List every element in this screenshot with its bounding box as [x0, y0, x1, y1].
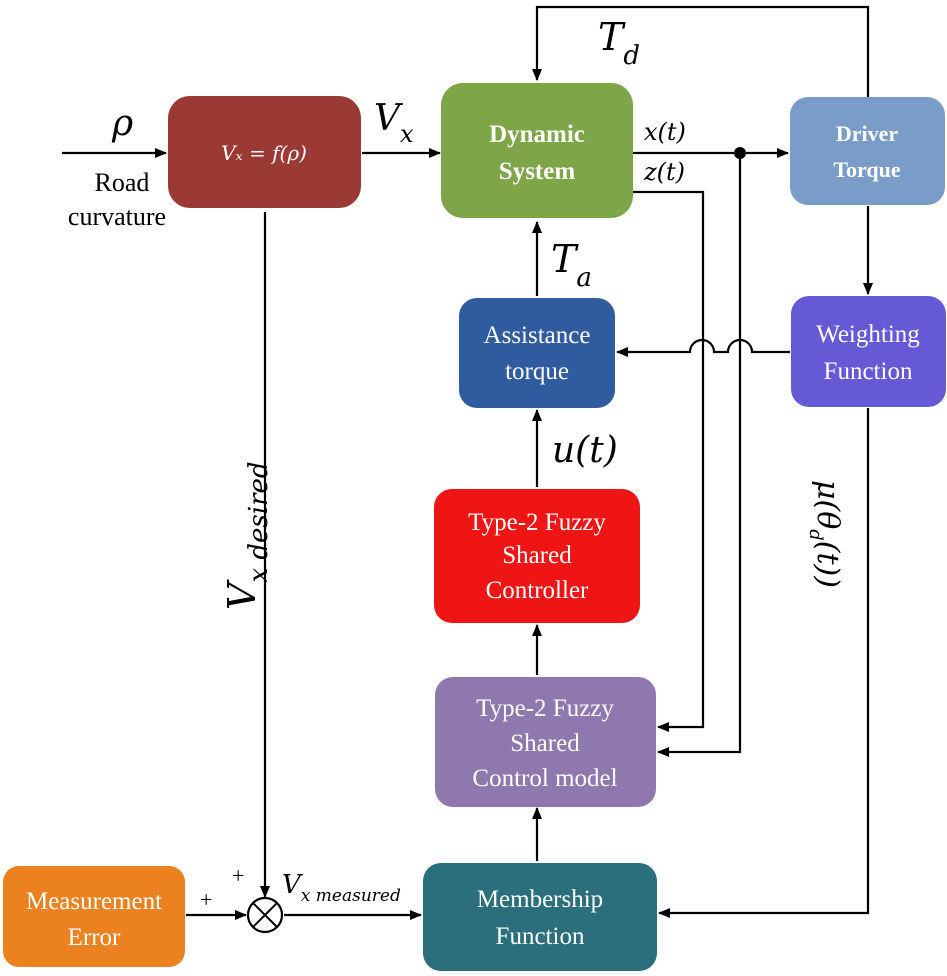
block-weighting-function: Weighting Function	[791, 296, 946, 407]
mu-theta-label: μ(θd(t))	[805, 480, 845, 588]
road-curvature-line1: Road	[95, 168, 150, 197]
block-measurement-error: Measurement Error	[3, 866, 185, 967]
membership-function-line1: Membership	[477, 886, 603, 913]
mu-theta-sub: d	[805, 529, 826, 541]
td-feedback-arrow	[532, 5, 870, 97]
ta-label-sub: a	[576, 263, 592, 293]
measurement-error-line1: Measurement	[26, 888, 162, 915]
assistance-torque-line1: Assistance	[484, 322, 591, 349]
block-fuzzy-controller: Type-2 Fuzzy Shared Controller	[434, 489, 640, 623]
weighting-function-box	[791, 296, 946, 407]
driver-torque-box	[790, 97, 945, 205]
plus-left-sign: +	[200, 887, 212, 912]
block-dynamic-system: Dynamic System	[441, 83, 633, 218]
svg-text:μ(θd(t)): μ(θd(t))	[805, 480, 845, 588]
weighting-function-line1: Weighting	[816, 321, 920, 348]
fuzzy-model-line1: Type-2 Fuzzy	[476, 695, 614, 722]
td-label: Td	[598, 15, 640, 71]
vx-label-main: V	[374, 98, 404, 139]
assistance-torque-line2: torque	[505, 358, 569, 385]
driver-torque-line1: Driver	[836, 121, 899, 146]
measurement-error-box	[3, 866, 185, 967]
fuzzy-controller-line2: Shared	[502, 542, 572, 569]
speed-map-box	[168, 96, 361, 208]
xt-to-model-arrow	[657, 153, 742, 757]
plus-top-sign: +	[232, 863, 244, 888]
block-speed-map: Vₓ = f(ρ)	[168, 96, 361, 208]
mu-to-membership-arrow	[658, 408, 870, 918]
dynamic-system-box	[441, 83, 633, 218]
fuzzy-model-box	[435, 677, 656, 807]
rho-label: ρ	[111, 103, 133, 144]
summing-junction	[246, 896, 284, 934]
vx-label-sub: x	[400, 120, 414, 148]
driver-torque-line2: Torque	[833, 157, 900, 182]
block-membership-function: Membership Function	[423, 863, 657, 971]
membership-function-box	[423, 863, 657, 971]
vx-label: Vx	[374, 98, 414, 148]
dynamic-system-line1: Dynamic	[489, 121, 585, 148]
mu-theta-prefix: μ(θ	[810, 480, 845, 529]
ut-label: u(t)	[552, 430, 618, 471]
block-driver-torque: Driver Torque	[790, 97, 945, 205]
weighting-to-assistance-arrow	[616, 338, 790, 357]
vx-measured-main: V	[282, 870, 303, 900]
zt-to-model-arrow	[632, 190, 705, 732]
ta-label-main: T	[551, 237, 579, 281]
vx-desired-main: V	[220, 579, 264, 610]
measurement-error-line2: Error	[68, 924, 121, 951]
fuzzy-controller-line1: Type-2 Fuzzy	[468, 509, 606, 536]
signal-labels: ρ Road curvature Vx Td Ta x(t) z(t) u(t)…	[68, 15, 845, 912]
membership-function-line2: Function	[496, 923, 585, 950]
vx-measured-sub: x measured	[301, 886, 401, 906]
block-assistance-torque: Assistance torque	[459, 298, 615, 408]
weighting-function-line2: Function	[824, 358, 913, 385]
td-label-sub: d	[623, 41, 640, 71]
speed-map-label: Vₓ = f(ρ)	[221, 141, 307, 165]
road-curvature-line2: curvature	[68, 202, 166, 231]
zt-label: z(t)	[643, 158, 685, 186]
block-fuzzy-model: Type-2 Fuzzy Shared Control model	[435, 677, 656, 807]
dynamic-system-line2: System	[499, 158, 576, 185]
fuzzy-controller-line3: Controller	[486, 577, 589, 604]
vx-measured-label: Vx measured	[282, 870, 401, 906]
svg-text:Vx desired: Vx desired	[220, 461, 274, 610]
fuzzy-model-line2: Shared	[510, 730, 580, 757]
td-label-main: T	[598, 15, 626, 59]
assistance-torque-box	[459, 298, 615, 408]
xt-label: x(t)	[644, 118, 686, 146]
fuzzy-model-line3: Control model	[472, 765, 617, 792]
signal-wires	[62, 5, 873, 920]
vx-desired-label: Vx desired	[220, 461, 274, 610]
fuzzy-controller-box	[434, 489, 640, 623]
mu-theta-suffix: (t))	[810, 541, 845, 588]
vx-desired-sub: x desired	[244, 461, 274, 582]
ta-label: Ta	[551, 237, 592, 293]
